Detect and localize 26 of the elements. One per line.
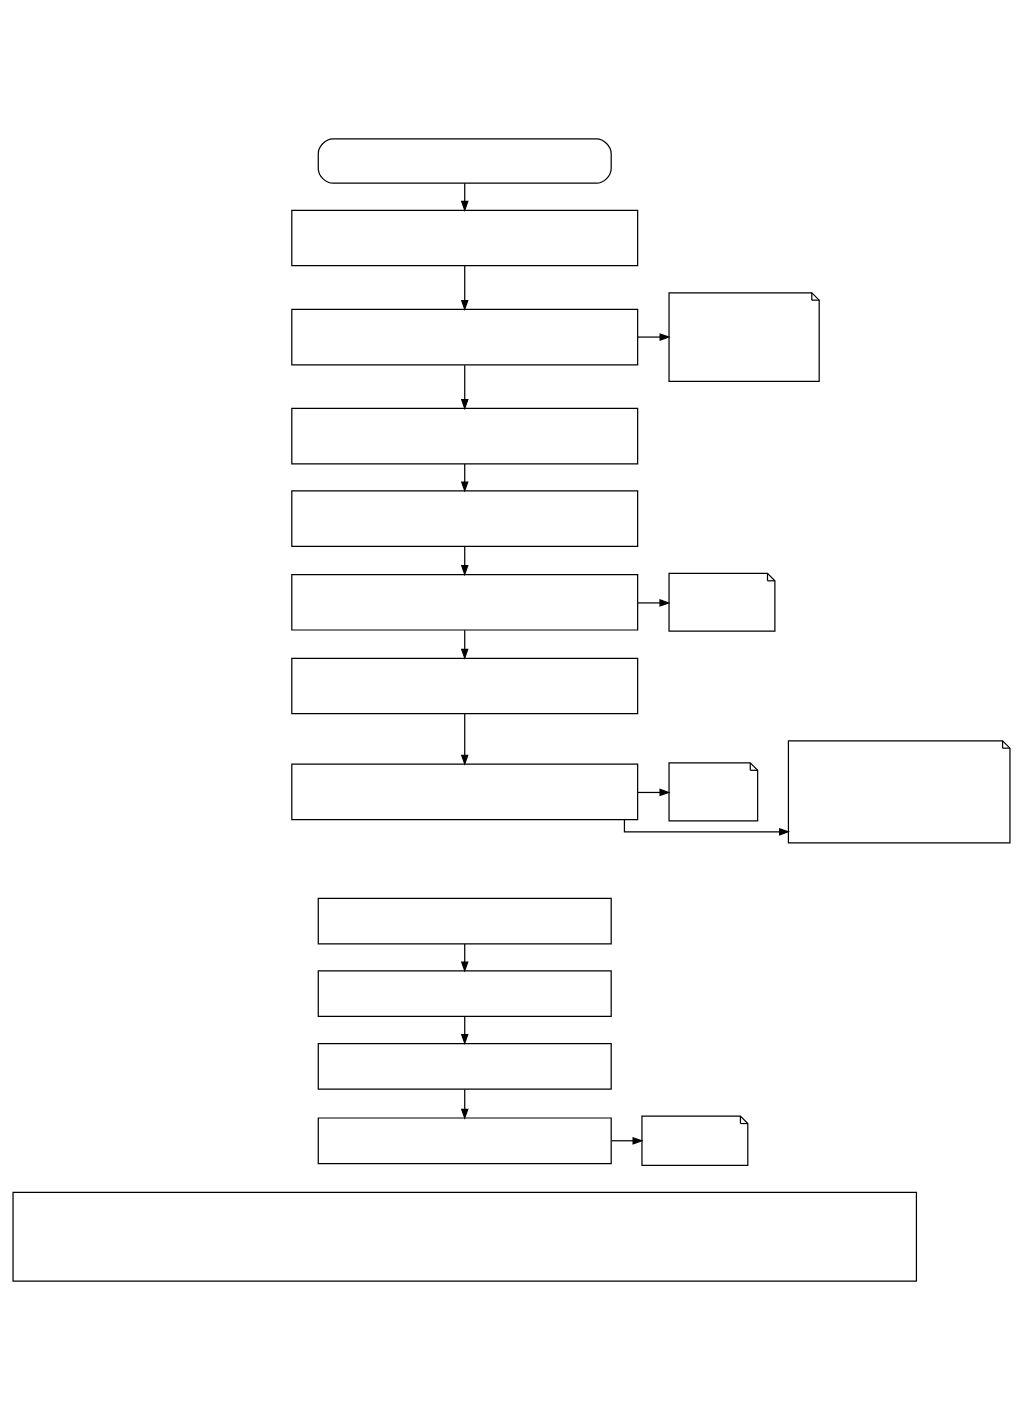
node-box — [291, 763, 639, 821]
node-box — [12, 1191, 918, 1282]
node-box — [291, 209, 639, 267]
arrow — [460, 1088, 469, 1120]
arrow — [460, 364, 469, 411]
node-box — [291, 657, 639, 715]
arrow — [460, 265, 469, 312]
arrow — [460, 713, 469, 766]
arrow — [460, 545, 469, 577]
node-box — [317, 970, 612, 1018]
arrow — [460, 182, 469, 212]
arrow — [610, 1136, 644, 1145]
arrow — [460, 629, 469, 660]
node-box — [317, 1117, 612, 1165]
arrow — [637, 333, 671, 341]
arrow — [637, 788, 671, 797]
node-box — [317, 138, 612, 184]
node-box — [291, 308, 639, 366]
arrow — [623, 819, 791, 836]
node-box — [291, 574, 639, 631]
node-box — [291, 407, 639, 465]
arrow — [637, 599, 671, 607]
node-box — [291, 490, 639, 547]
node-box — [317, 1042, 612, 1090]
node-box — [317, 897, 612, 945]
arrow — [460, 463, 469, 493]
